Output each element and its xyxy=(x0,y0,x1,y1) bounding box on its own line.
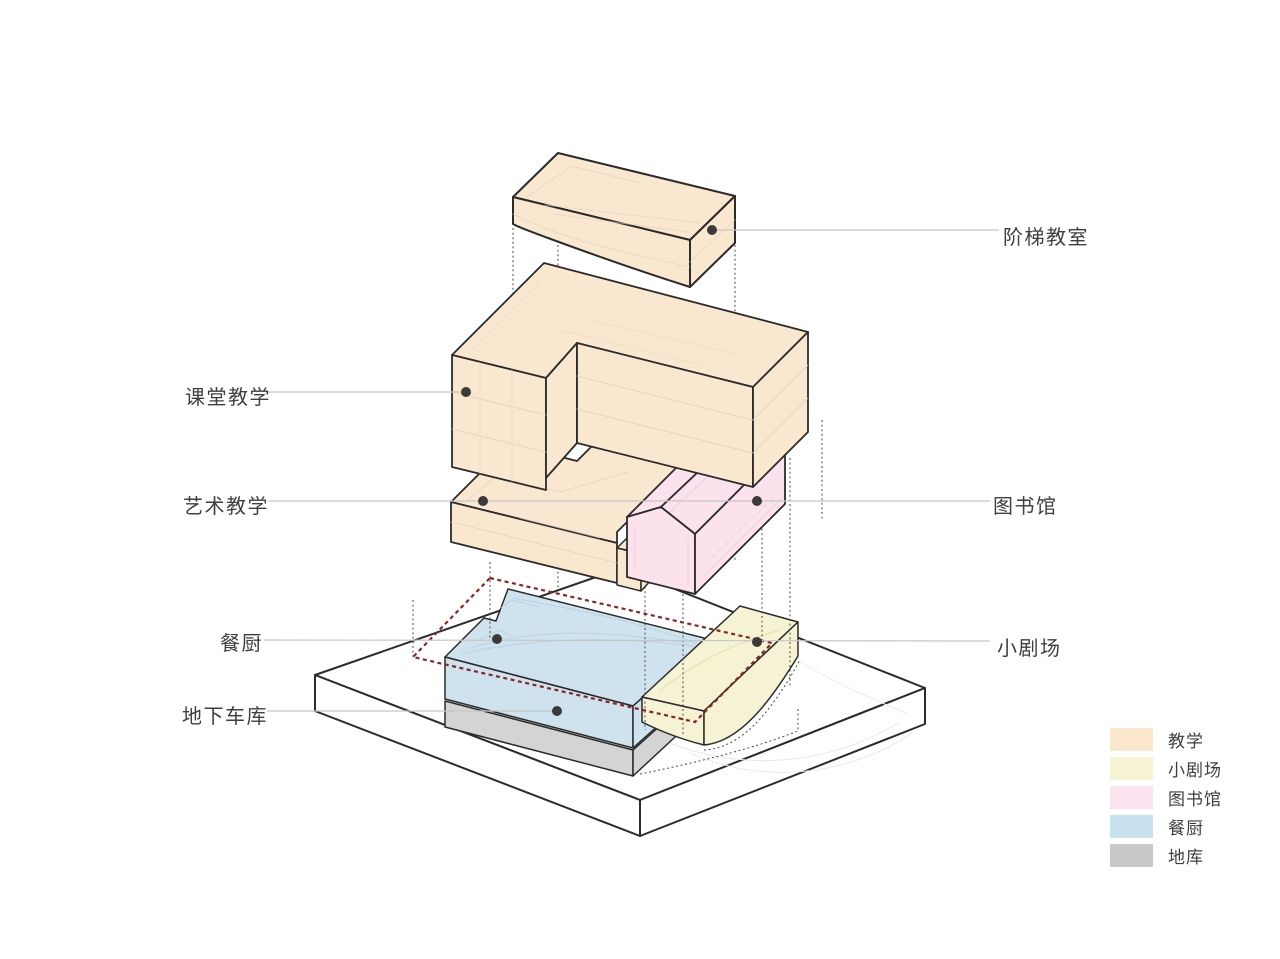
callout-leaders xyxy=(263,229,999,712)
theater-right-face xyxy=(703,621,799,746)
legend-label-garage: 地库 xyxy=(1168,848,1204,867)
classroom-rightwing-side-face xyxy=(752,331,809,488)
legend-swatch-teaching xyxy=(1110,728,1153,751)
theater-block xyxy=(641,605,801,751)
label-garage: 地下车库 xyxy=(182,706,268,728)
legend-item-teaching: 教学 xyxy=(1110,728,1222,751)
legend-swatch-dining xyxy=(1110,815,1153,838)
legend-swatch-theater xyxy=(1110,757,1153,780)
callout-markers xyxy=(461,225,762,716)
theater-skirt-dotted xyxy=(703,659,801,751)
classroom-block xyxy=(451,262,809,491)
legend-item-dining: 餐厨 xyxy=(1110,815,1222,838)
label-dining: 餐厨 xyxy=(220,633,263,655)
theater-ghost-outline xyxy=(654,661,913,773)
marker-theater xyxy=(752,637,762,647)
marker-dining xyxy=(492,634,502,644)
legend: 教学 小剧场 图书馆 餐厨 地库 xyxy=(1110,728,1222,873)
legend-item-theater: 小剧场 xyxy=(1110,757,1222,780)
label-classroom: 课堂教学 xyxy=(185,387,271,409)
classroom-leftwing-front-face xyxy=(451,354,547,491)
legend-swatch-garage xyxy=(1110,844,1153,867)
marker-library xyxy=(752,496,762,506)
marker-lecture-hall xyxy=(707,225,717,235)
label-art: 艺术教学 xyxy=(183,496,269,518)
label-library: 图书馆 xyxy=(993,496,1058,518)
marker-garage xyxy=(552,706,562,716)
legend-item-garage: 地库 xyxy=(1110,844,1222,867)
leader-dining-theater xyxy=(263,639,991,642)
library-gable-face xyxy=(626,506,696,595)
lecture-hall-front-face xyxy=(512,196,691,288)
garage-hidden-extent-dotted xyxy=(639,708,799,775)
legend-label-library: 图书馆 xyxy=(1168,790,1222,809)
label-theater: 小剧场 xyxy=(997,638,1062,660)
site-boundary-dashed xyxy=(410,576,775,724)
lecture-hall-block xyxy=(512,152,736,288)
marker-classroom xyxy=(461,387,471,397)
marker-art xyxy=(478,496,488,506)
label-lecture-hall: 阶梯教室 xyxy=(1003,227,1089,249)
legend-swatch-library xyxy=(1110,786,1153,809)
legend-label-theater: 小剧场 xyxy=(1168,761,1222,780)
platform-front-right-face xyxy=(639,687,926,837)
theater-plan-sketch xyxy=(659,629,781,691)
lecture-hall-sketch xyxy=(512,165,736,268)
legend-item-library: 图书馆 xyxy=(1110,786,1222,809)
legend-label-teaching: 教学 xyxy=(1168,732,1204,751)
legend-label-dining: 餐厨 xyxy=(1168,819,1204,838)
